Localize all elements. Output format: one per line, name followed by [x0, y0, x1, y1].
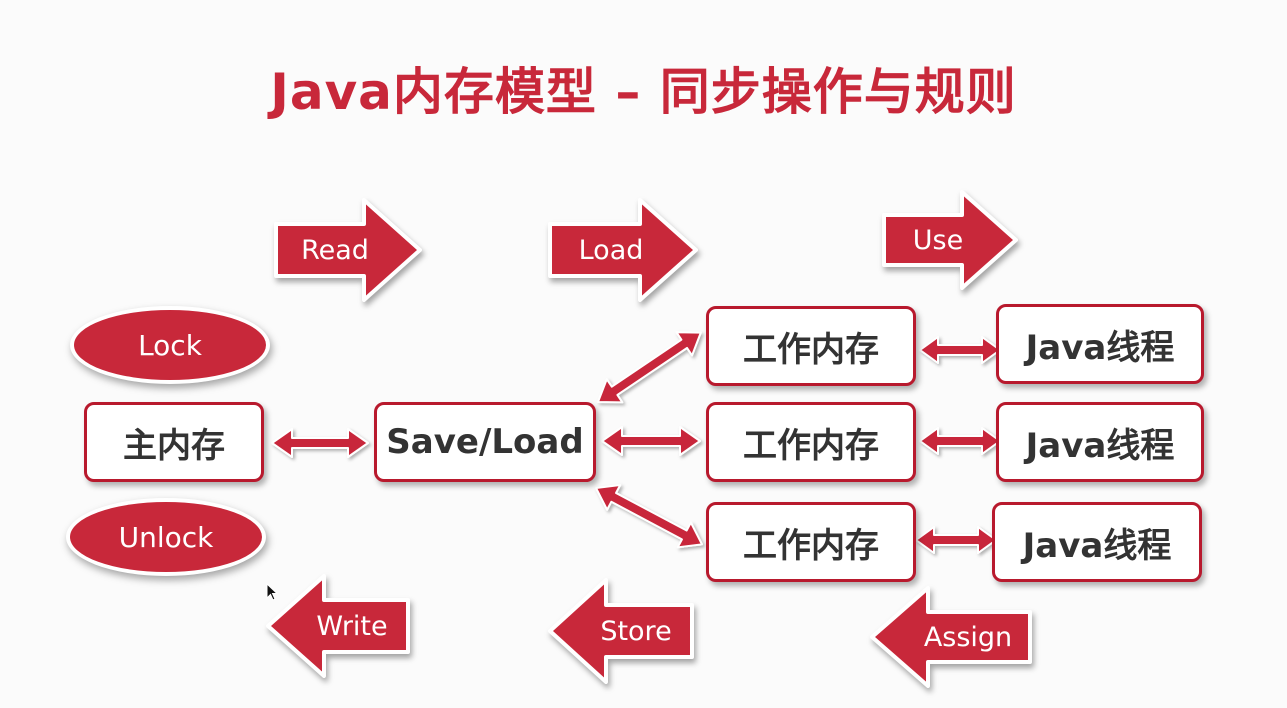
working-memory-box-3: 工作内存 — [706, 502, 916, 582]
use-arrow: Use — [880, 188, 1020, 292]
unlock-ellipse: Unlock — [66, 498, 266, 576]
slide-title: Java内存模型 – 同步操作与规则 — [270, 63, 1017, 121]
load-label: Load — [578, 234, 644, 266]
assign-arrow: Assign — [868, 584, 1034, 690]
mouse-cursor-icon — [266, 583, 278, 601]
load-arrow: Load — [546, 196, 700, 304]
assign-label: Assign — [923, 621, 1013, 653]
wm2-thread2-arrow — [919, 427, 1001, 455]
lock-ellipse: Lock — [70, 306, 270, 384]
saveload-wm1-arrow — [597, 331, 702, 404]
use-label: Use — [912, 224, 964, 256]
saveload-wm2-arrow — [601, 426, 701, 456]
main-saveload-arrow — [271, 428, 369, 458]
store-label: Store — [600, 615, 672, 647]
wm3-thread3-arrow — [915, 526, 997, 554]
save-load-box: Save/Load — [374, 402, 596, 482]
read-arrow: Read — [272, 196, 424, 304]
wm1-thread1-arrow — [919, 336, 1001, 364]
working-memory-box-2: 工作内存 — [706, 402, 916, 482]
java-thread-box-1: Java线程 — [996, 304, 1204, 384]
java-thread-box-2: Java线程 — [996, 402, 1204, 482]
write-arrow: Write — [264, 572, 412, 680]
main-memory-box: 主内存 — [84, 402, 264, 482]
read-label: Read — [301, 234, 369, 266]
write-label: Write — [316, 610, 388, 642]
working-memory-box-1: 工作内存 — [706, 306, 916, 386]
java-thread-box-3: Java线程 — [992, 502, 1202, 582]
store-arrow: Store — [546, 576, 696, 686]
saveload-wm3-arrow — [595, 484, 703, 549]
